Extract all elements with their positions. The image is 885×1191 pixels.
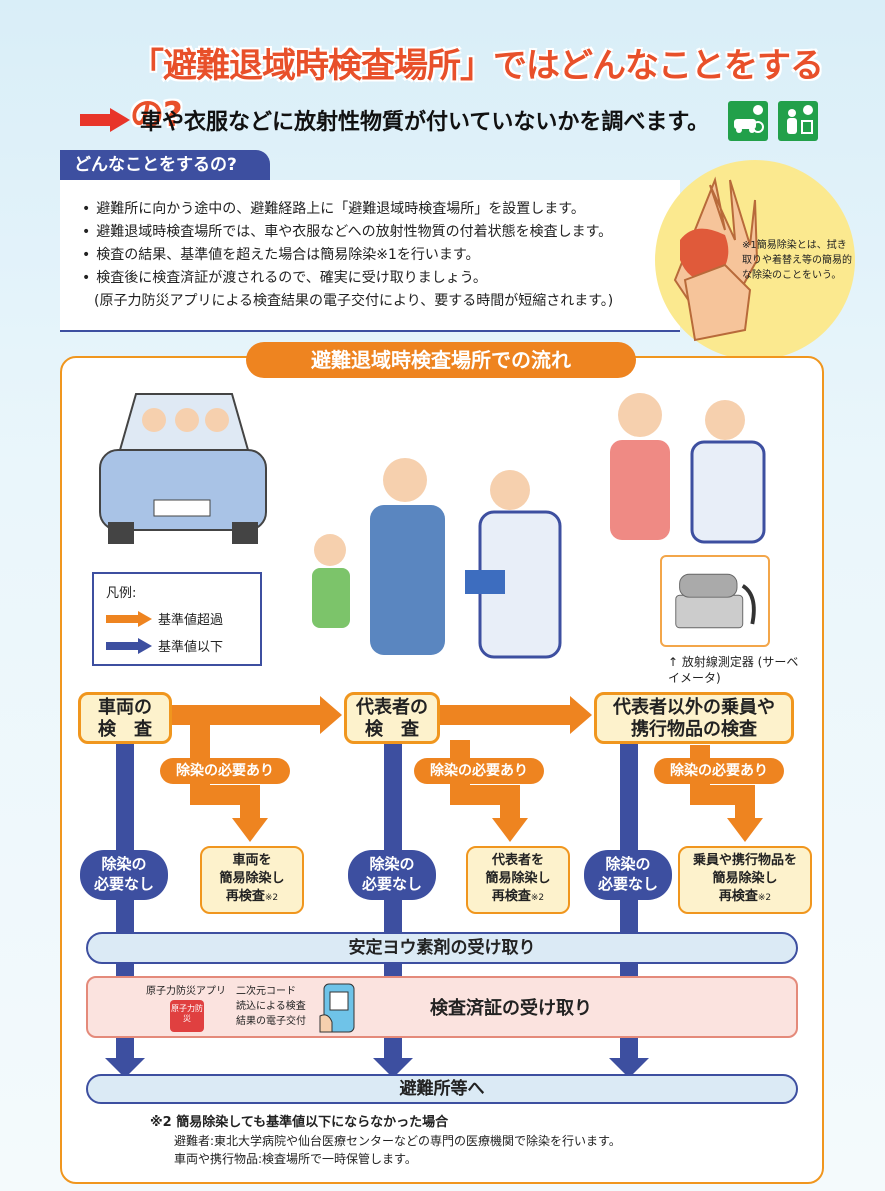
inspection-people-illustration — [312, 458, 562, 659]
vehicle-check-sign-icon — [728, 101, 768, 141]
legend-over: 基準値超過 — [158, 613, 224, 628]
survey-meter-image — [660, 555, 770, 647]
decon-note-ref: ※2 — [264, 893, 279, 903]
footnote-2-line: 避難者:東北大学病院や仙台医療センターなどの専門の医療機関で除染を行います。 — [174, 1134, 621, 1148]
decon-note-ref: ※2 — [530, 893, 545, 903]
check-label: 車両の — [98, 697, 152, 718]
flow-title: 避難退域時検査場所での流れ — [246, 342, 636, 378]
check-label: 検 査 — [98, 719, 152, 740]
no-decon-line: 必要なし — [93, 875, 154, 893]
page-title: 「避難退域時検査場所」ではどんなことをするの? — [130, 46, 824, 135]
phone-qr-icon — [319, 983, 355, 1033]
decon-line: 代表者を — [491, 853, 544, 868]
decon-line: 簡易除染し — [485, 871, 551, 886]
car-illustration — [99, 393, 267, 544]
qr-text-line: 読込による検査 — [236, 1001, 306, 1012]
footnote-1: ※1簡易除染とは、拭き取りや着替え等の簡易的な除染のことをいう。 — [742, 240, 852, 281]
no-decon-line: 除染の — [101, 855, 147, 873]
no-decon-label: 除染の 必要なし — [80, 850, 168, 900]
check-label: 代表者の — [356, 697, 428, 718]
qr-text-line: 結果の電子交付 — [236, 1016, 306, 1027]
decon-line: 再検査 — [491, 889, 531, 904]
red-arrow-icon — [80, 108, 130, 132]
shelter-bar: 避難所等へ — [86, 1074, 798, 1104]
decon-line: 簡易除染し — [712, 871, 778, 886]
faq-item: 検査後に検査済証が渡されるので、確実に受け取りましょう。 — [82, 267, 680, 290]
no-decon-line: 必要なし — [597, 875, 658, 893]
decon-representative: 代表者を 簡易除染し 再検査※2 — [466, 846, 570, 914]
decon-others: 乗員や携行物品を 簡易除染し 再検査※2 — [678, 846, 812, 914]
blue-arrow-icon — [106, 637, 152, 654]
decon-line: 車両を — [232, 853, 272, 868]
certificate-label: 検査済証の受け取り — [430, 998, 592, 1019]
legend-under: 基準値以下 — [158, 640, 224, 655]
check-label: 携行物品の検査 — [631, 719, 757, 740]
faq-item: 避難退域時検査場所では、車や衣服などへの放射性物質の付着状態を検査します。 — [82, 221, 680, 244]
faq-continuation: (原子力防災アプリによる検査結果の電子交付により、要する時間が短縮されます。) — [94, 293, 614, 309]
check-label: 検 査 — [365, 719, 419, 740]
no-decon-line: 除染の — [605, 855, 651, 873]
qr-text: 二次元コード 読込による検査 結果の電子交付 — [236, 984, 306, 1029]
faq-item: 避難所に向かう途中の、避難経路上に「避難退域時検査場所」を設置します。 — [82, 198, 680, 221]
check-label: 代表者以外の乗員や — [613, 697, 775, 718]
qr-text-line: 二次元コード — [236, 986, 296, 997]
check-others: 代表者以外の乗員や 携行物品の検査 — [594, 692, 794, 744]
no-decon-line: 除染の — [369, 855, 415, 873]
orange-arrow-icon — [106, 610, 152, 627]
lead-text: 車や衣服などに放射性物質が付いていないかを調べます。 — [140, 110, 710, 135]
app-label: 原子力防災アプリ — [146, 986, 226, 997]
iodine-bar: 安定ヨウ素剤の受け取り — [86, 932, 798, 964]
person-check-sign-icon — [778, 101, 818, 141]
certificate-box — [86, 976, 798, 1038]
app-icon: 原子力防災 — [170, 1000, 204, 1032]
faq-box: 避難所に向かう途中の、避難経路上に「避難退域時検査場所」を設置します。 避難退域… — [60, 180, 680, 332]
meter-caption: ↑ 放射線測定器 (サーベイメータ) — [668, 655, 799, 685]
check-vehicle: 車両の 検 査 — [78, 692, 172, 744]
need-decon-label: 除染の必要あり — [160, 758, 290, 784]
decon-line: 乗員や携行物品を — [692, 853, 797, 868]
no-decon-label: 除染の 必要なし — [348, 850, 436, 900]
check-representative: 代表者の 検 査 — [344, 692, 440, 744]
person-inspection-illustration — [610, 393, 766, 544]
decon-note-ref: ※2 — [757, 893, 772, 903]
decon-line: 再検査 — [718, 889, 758, 904]
legend: 凡例: 基準値超過 基準値以下 — [92, 572, 262, 666]
decon-line: 再検査 — [225, 889, 265, 904]
need-decon-label: 除染の必要あり — [414, 758, 544, 784]
faq-item: 検査の結果、基準値を超えた場合は簡易除染※1を行います。 — [82, 244, 680, 267]
legend-title: 凡例: — [106, 586, 137, 601]
footnote-2: ※2 簡易除染しても基準値以下にならなかった場合 避難者:東北大学病院や仙台医療… — [150, 1114, 621, 1168]
no-decon-label: 除染の 必要なし — [584, 850, 672, 900]
no-decon-line: 必要なし — [361, 875, 422, 893]
footnote-2-line: 車両や携行物品:検査場所で一時保管します。 — [174, 1152, 417, 1166]
footnote-2-heading: ※2 簡易除染しても基準値以下にならなかった場合 — [150, 1115, 449, 1130]
decon-vehicle: 車両を 簡易除染し 再検査※2 — [200, 846, 304, 914]
wiping-hand-illustration — [655, 160, 855, 360]
faq-tab: どんなことをするの? — [60, 150, 270, 180]
decon-line: 簡易除染し — [219, 871, 285, 886]
need-decon-label: 除染の必要あり — [654, 758, 784, 784]
